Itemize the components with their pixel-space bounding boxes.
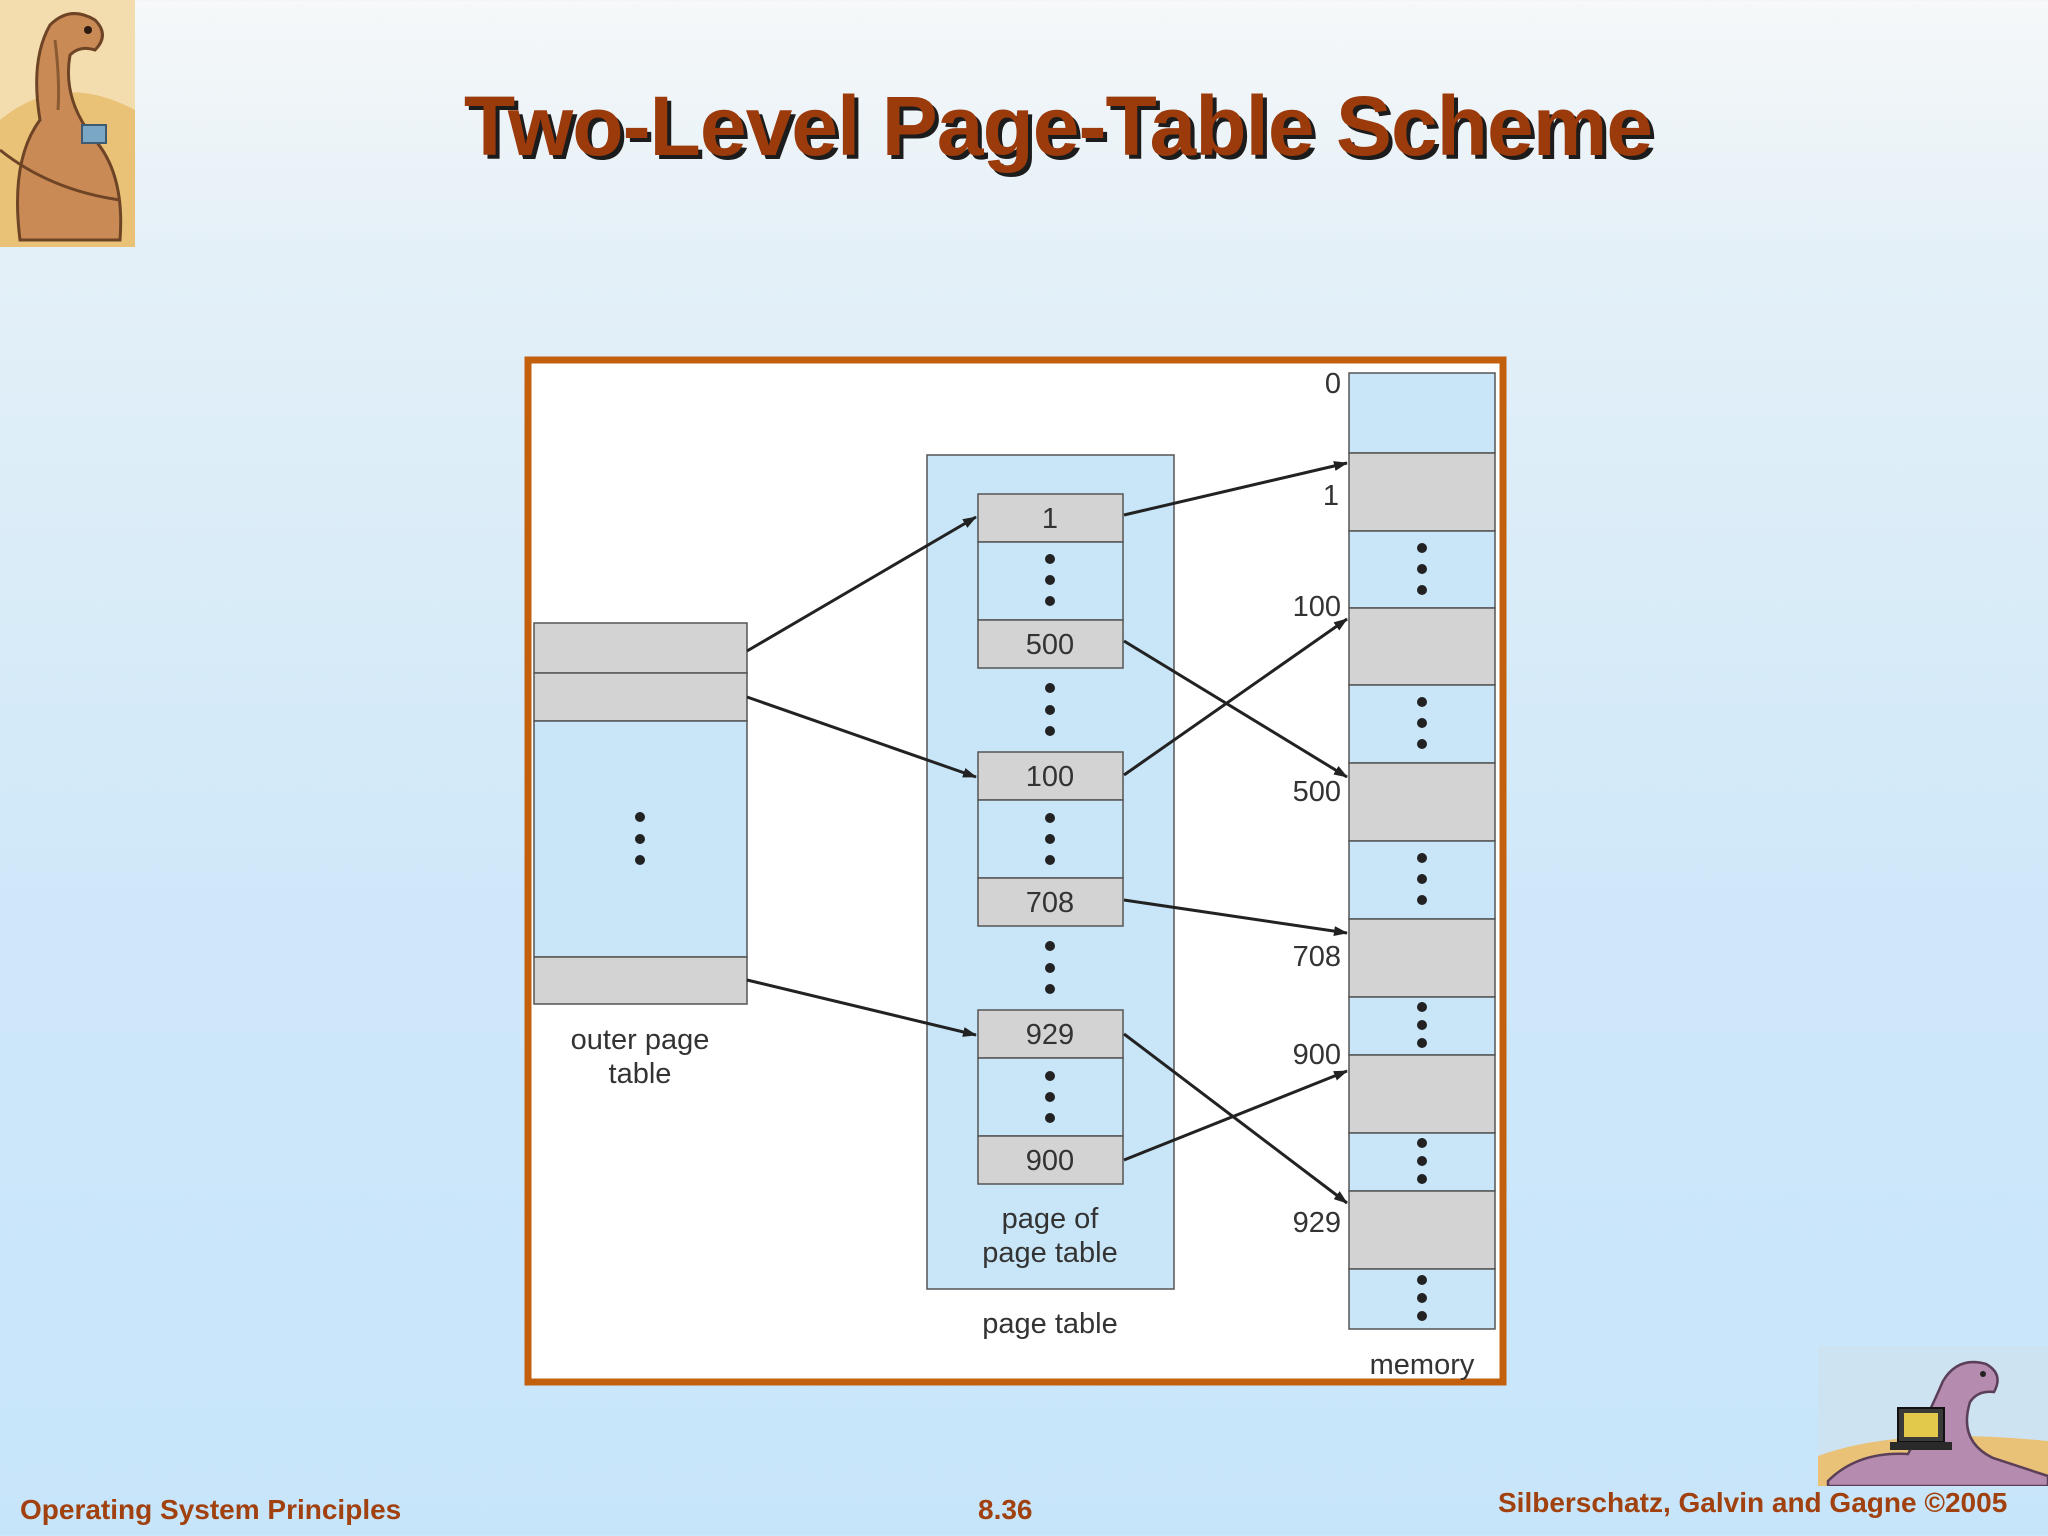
pointer-arrows <box>746 461 1348 1205</box>
arrow-page-500-to-frame-500 <box>1123 639 1348 779</box>
footer-copyright: Silberschatz, Galvin and Gagne ©2005 <box>1498 1487 2008 1518</box>
memory-address-label: 929 <box>1293 1207 1341 1239</box>
memory: 0 1 100 500 708 900 929 memory <box>1293 368 1496 1381</box>
page-entry-cell <box>977 493 1124 543</box>
memory-address-label: 1 <box>1323 480 1339 512</box>
memory-frame <box>1348 918 1496 998</box>
memory-address-label: 0 <box>1325 368 1341 400</box>
page-entry-label: 929 <box>1026 1019 1074 1051</box>
outer-table-entry <box>533 622 748 674</box>
memory-frame <box>1348 452 1496 532</box>
ellipsis-dots <box>635 812 645 865</box>
page-of-page-table-label-line2: page table <box>982 1237 1117 1269</box>
arrow-page-100-to-frame-100 <box>1123 617 1348 777</box>
memory-label: memory <box>1370 1349 1475 1381</box>
footer-slide-number: 8.36 <box>978 1494 1033 1525</box>
page-entry-cell <box>977 1009 1124 1059</box>
dinosaur-logo-bottom-right <box>1818 1346 2048 1486</box>
memory-address-label: 900 <box>1293 1039 1341 1071</box>
arrow-outer-to-page-929 <box>746 978 977 1037</box>
memory-frame <box>1348 372 1496 454</box>
page-entry-label: 1 <box>1042 503 1058 535</box>
page-entry-label: 100 <box>1026 761 1074 793</box>
arrow-page-708-to-frame-708 <box>1123 898 1348 937</box>
arrow-page-1-to-frame-1 <box>1123 461 1348 517</box>
page-entry-gap <box>977 1057 1124 1137</box>
outer-table-label-line1: outer page <box>571 1024 710 1056</box>
memory-frame <box>1348 607 1496 686</box>
page-entry-cell <box>977 1135 1124 1185</box>
page-entry-label: 900 <box>1026 1145 1074 1177</box>
footer-course-title: Operating System Principles <box>20 1494 402 1525</box>
arrow-page-929-to-frame-929 <box>1123 1032 1348 1205</box>
dinosaur-logo-top-left <box>0 0 135 247</box>
arrow-outer-to-page-100 <box>746 695 977 779</box>
page-entry-cell <box>977 619 1124 669</box>
page-of-page-table-label-line1: page of <box>1002 1203 1100 1235</box>
outer-table-label-line2: table <box>609 1058 672 1090</box>
page-entry-cell <box>977 751 1124 801</box>
arrow-outer-to-page-1 <box>746 515 977 653</box>
page-entry-label: 708 <box>1026 887 1074 919</box>
slide-title: Two-Level Page-Table Scheme <box>463 79 1653 173</box>
ellipsis-dots <box>1045 554 1055 1123</box>
outer-page-table: outer page table <box>533 622 748 1090</box>
memory-frame <box>1348 762 1496 842</box>
page-table: 1 500 100 708 929 900 page of page table… <box>926 454 1175 1340</box>
memory-address-label: 100 <box>1293 591 1341 623</box>
outer-table-entry <box>533 956 748 1005</box>
memory-address-label: 708 <box>1293 941 1341 973</box>
ellipsis-dots <box>1417 543 1427 1321</box>
arrow-page-900-to-frame-900 <box>1123 1069 1348 1162</box>
page-table-label: page table <box>982 1308 1117 1340</box>
memory-frame <box>1348 1190 1496 1270</box>
outer-table-entry <box>533 672 748 722</box>
page-entry-cell <box>977 877 1124 927</box>
memory-frame <box>1348 1054 1496 1134</box>
page-entry-label: 500 <box>1026 629 1074 661</box>
memory-address-label: 500 <box>1293 776 1341 808</box>
